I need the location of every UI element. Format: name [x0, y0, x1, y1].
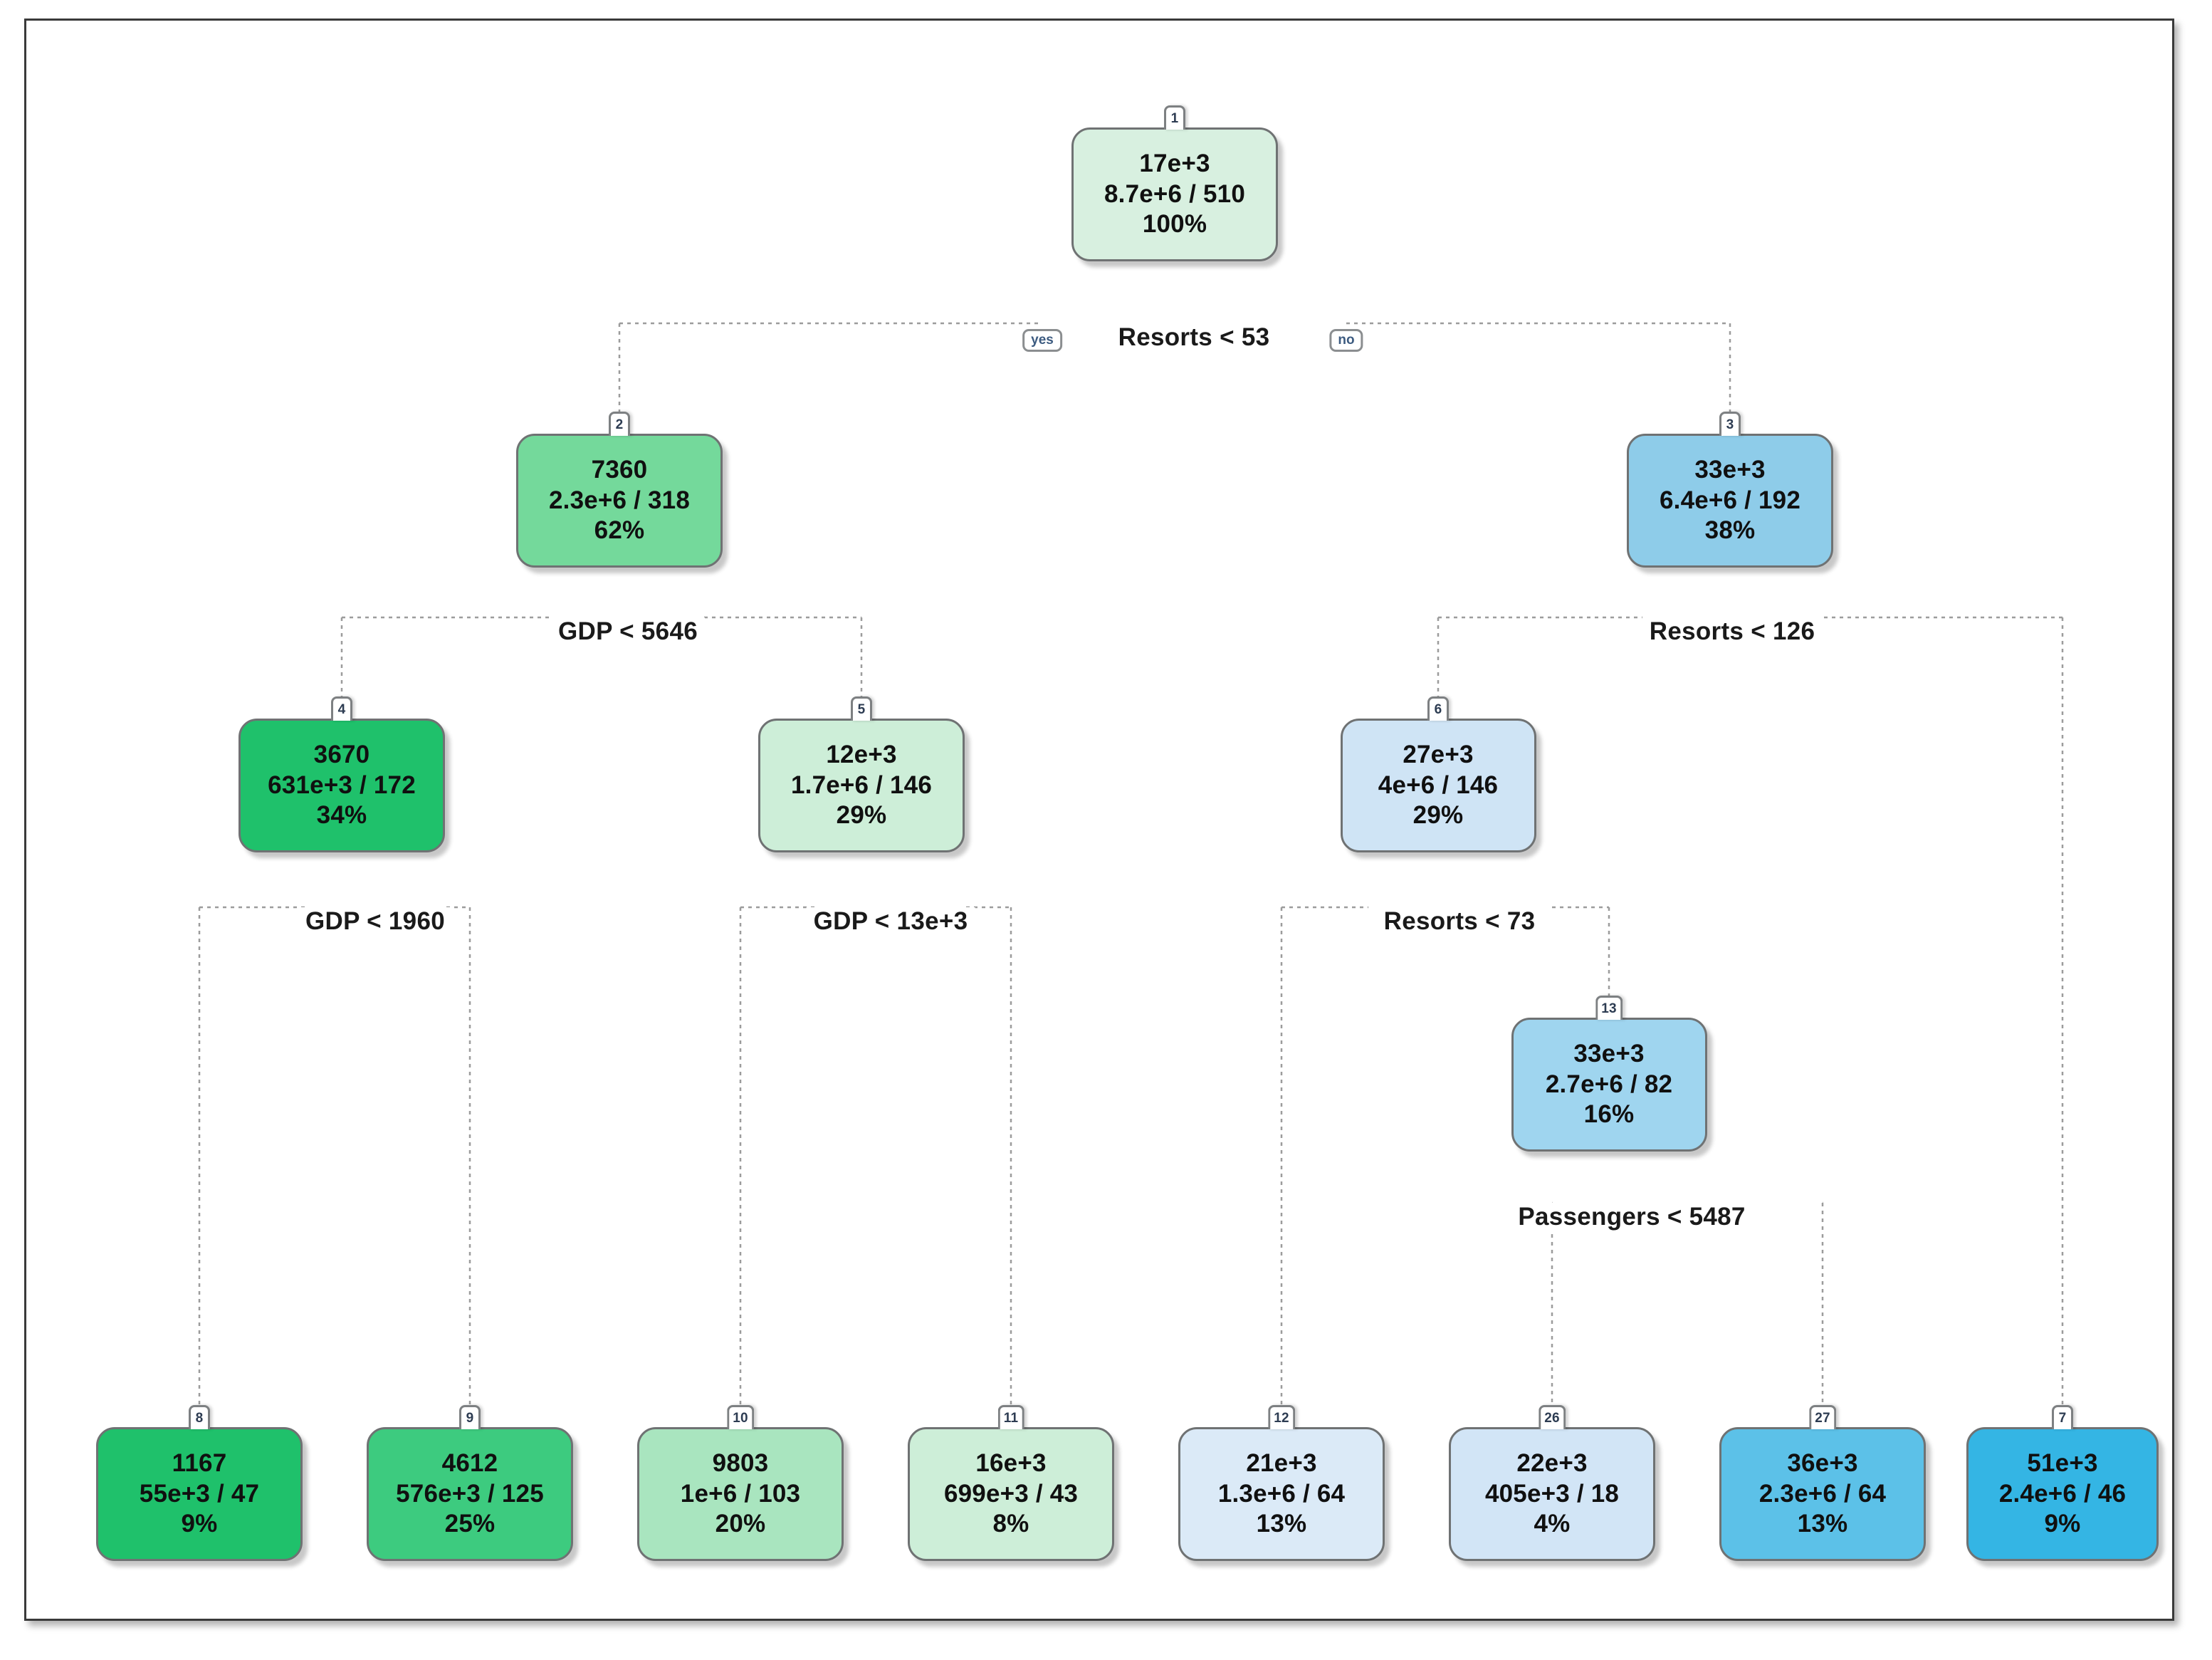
- left-split: GDP < 5646: [551, 617, 705, 646]
- node-8-percent: 9%: [181, 1510, 218, 1538]
- right-left-split: Resorts < 73: [1376, 907, 1543, 936]
- no-badge: no: [1329, 329, 1363, 352]
- node-1-percent: 100%: [1142, 210, 1207, 239]
- node-26-value: 22e+3: [1516, 1448, 1588, 1477]
- node-12-value: 21e+3: [1246, 1448, 1317, 1477]
- node-6-value: 27e+3: [1403, 740, 1474, 768]
- node-8-stat: 55e+3 / 47: [139, 1479, 260, 1508]
- node-id-tab-12: 12: [1268, 1405, 1295, 1429]
- node-11-value: 16e+3: [975, 1448, 1047, 1477]
- node-12-stat: 1.3e+6 / 64: [1217, 1479, 1346, 1508]
- node-1-stat: 8.7e+6 / 510: [1104, 179, 1245, 208]
- node-9-stat: 576e+3 / 125: [396, 1479, 544, 1508]
- node-6-stat: 4e+6 / 146: [1378, 771, 1499, 799]
- node-26-stat: 405e+3 / 18: [1484, 1479, 1620, 1508]
- node-1-value: 17e+3: [1139, 149, 1210, 177]
- node-id-tab-27: 27: [1809, 1405, 1836, 1429]
- node-4-value: 3670: [313, 740, 370, 768]
- node-9-percent: 25%: [444, 1510, 496, 1538]
- left-left-split: GDP < 1960: [298, 907, 452, 936]
- node-7-value: 51e+3: [2027, 1448, 2098, 1477]
- node-27-stat: 2.3e+6 / 64: [1758, 1479, 1887, 1508]
- node-2-percent: 62%: [594, 516, 645, 545]
- node-2-value: 7360: [591, 455, 648, 484]
- node-id-tab-26: 26: [1539, 1405, 1566, 1429]
- node-26-percent: 4%: [1534, 1510, 1571, 1538]
- node-id-tab-5: 5: [851, 696, 872, 721]
- yes-badge: yes: [1022, 329, 1062, 352]
- node-13-value: 33e+3: [1573, 1039, 1645, 1067]
- node-3-percent: 38%: [1704, 516, 1756, 545]
- node-9-value: 4612: [441, 1448, 498, 1477]
- node-27-value: 36e+3: [1787, 1448, 1858, 1477]
- node-4-stat: 631e+3 / 172: [268, 771, 416, 799]
- node-id-tab-9: 9: [459, 1405, 481, 1429]
- node-6-percent: 29%: [1412, 801, 1464, 830]
- node-id-tab-4: 4: [331, 696, 352, 721]
- node-3-value: 33e+3: [1694, 455, 1766, 484]
- node-id-tab-11: 11: [997, 1405, 1024, 1429]
- node-id-tab-6: 6: [1427, 696, 1449, 721]
- node-3-stat: 6.4e+6 / 192: [1660, 486, 1800, 514]
- node-5-stat: 1.7e+6 / 146: [791, 771, 932, 799]
- root-split: Resorts < 53: [1111, 323, 1277, 352]
- node-11-stat: 699e+3 / 43: [943, 1479, 1079, 1508]
- node-2-stat: 2.3e+6 / 318: [549, 486, 690, 514]
- node-id-tab-10: 10: [727, 1405, 754, 1429]
- node-id-tab-3: 3: [1719, 412, 1741, 436]
- node-4-percent: 34%: [316, 801, 367, 830]
- node-27-percent: 13%: [1797, 1510, 1848, 1538]
- node-13-percent: 16%: [1583, 1100, 1635, 1129]
- node-10-percent: 20%: [715, 1510, 766, 1538]
- left-right-split: GDP < 13e+3: [806, 907, 975, 936]
- node-id-tab-8: 8: [189, 1405, 210, 1429]
- node-12-percent: 13%: [1256, 1510, 1307, 1538]
- node-7-stat: 2.4e+6 / 46: [1998, 1479, 2127, 1508]
- node-8-value: 1167: [172, 1448, 227, 1477]
- node-id-tab-13: 13: [1595, 996, 1623, 1020]
- deep-split: Passengers < 5487: [1511, 1203, 1753, 1231]
- node-10-stat: 1e+6 / 103: [680, 1479, 801, 1508]
- node-id-tab-1: 1: [1164, 105, 1185, 130]
- node-5-value: 12e+3: [826, 740, 897, 768]
- node-id-tab-2: 2: [609, 412, 630, 436]
- node-7-percent: 9%: [2044, 1510, 2081, 1538]
- node-11-percent: 8%: [992, 1510, 1029, 1538]
- right-split: Resorts < 126: [1642, 617, 1823, 646]
- node-13-stat: 2.7e+6 / 82: [1545, 1070, 1673, 1098]
- node-id-tab-7: 7: [2052, 1405, 2073, 1429]
- node-10-value: 9803: [712, 1448, 769, 1477]
- node-5-percent: 29%: [836, 801, 887, 830]
